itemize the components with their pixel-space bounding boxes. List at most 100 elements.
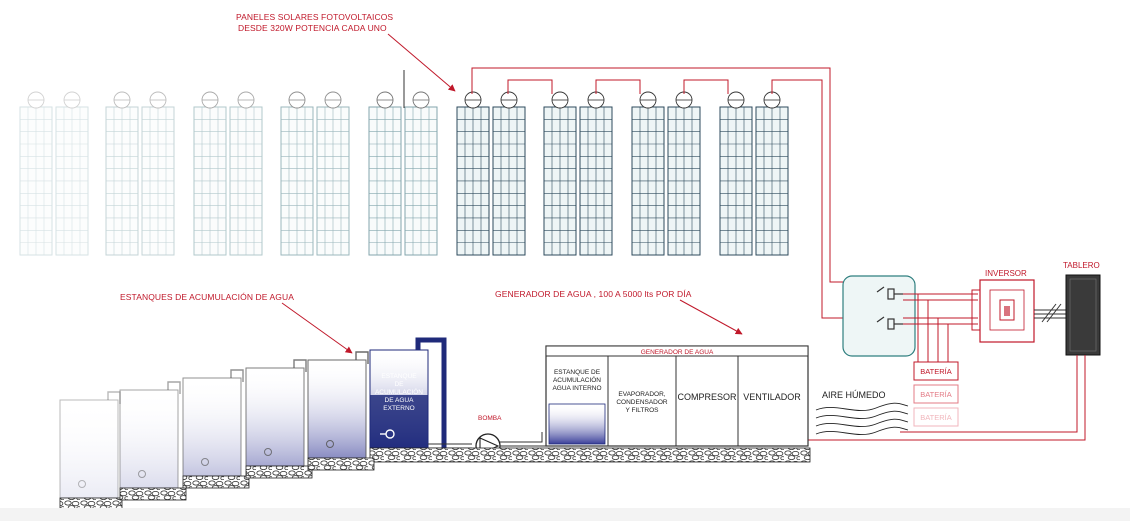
battery-3 [913,407,959,427]
tank-outlet-icon [264,448,272,456]
tanks-callout: ESTANQUES DE ACUMULACIÓN DE AGUA [120,292,294,302]
ext-tank-text-line: EXTERNO [383,405,414,412]
external-tank-water [370,395,428,448]
inverter-display-inner [1004,306,1010,316]
battery-2-label: BATERÍA [920,390,952,399]
battery-bank: BATERÍA BATERÍA BATERÍA [913,361,959,427]
water-generator-header [545,345,809,357]
tank-body [245,367,305,467]
panels-callout-line1: PANELES SOLARES FOTOVOLTAICOS [236,12,393,22]
internal-tank-water [548,403,606,445]
panels-callout-arrow [387,33,456,92]
solar-panel-group [19,91,89,256]
charge-controller-box [842,275,916,357]
gravel-step [307,457,375,471]
solar-panel-group [105,91,175,256]
gen-evap-line: EVAPORADOR, [618,391,665,398]
controller-switch-top [876,286,903,300]
page-footer-bar [0,508,1130,521]
ext-tank-text-line: DE AGUA [385,397,415,404]
solar-panel-group [368,91,438,256]
panel-connector-icon [63,91,81,109]
solar-panel-group [543,91,613,256]
tank-outlet-icon [138,470,146,478]
storage-tank [59,391,121,499]
water-generator-header-label: GENERADOR DE AGUA [641,349,714,356]
solar-panel-group [456,91,526,256]
pump-to-generator-pipe [500,432,547,447]
panel-connector-icon [201,91,219,109]
battery-2 [913,384,959,404]
inverter-label: INVERSOR [985,269,1027,278]
inverter-inner-frame [989,289,1025,331]
gen-internal-line: ESTANQUE DE [554,369,601,376]
solar-panel-group [280,91,350,256]
electrical-board-panel [1069,278,1097,352]
tank-body [182,377,242,477]
storage-tank [119,381,181,489]
tank-outlet-icon [201,458,209,466]
board-to-generator-cable [800,355,1086,441]
board-feed-cable [900,355,1078,433]
tank-body [119,389,179,489]
humid-air-label: AIRE HÚMEDO [822,390,886,400]
board-label: TABLERO [1063,261,1100,270]
storage-tank [307,351,369,459]
ext-tank-text-line: ACUMULACIÓN [375,387,423,396]
solar-panel-array [19,70,789,256]
gravel-base-generator [369,447,811,463]
gen-evap-line: Y FILTROS [626,407,660,414]
humid-air-flow-icon [815,402,909,436]
pump-to-generator-pipe-top [500,432,543,443]
tank-overflow-pipe [355,351,369,364]
battery-1 [913,361,959,381]
storage-tank [182,369,244,477]
tanks-callout-arrow [281,302,353,354]
gen-internal-line: AGUA INTERNO [552,385,601,392]
controller-to-inverter-wiring [903,293,978,362]
panel-connector-icon [237,91,255,109]
compressor-label: COMPRESOR [677,392,737,402]
ext-tank-text-line: DE [394,381,404,388]
solar-panel-group [631,91,701,256]
solar-panel [141,106,175,256]
external-tank-outlet [380,429,395,439]
tank-overflow-pipe [167,381,181,394]
gravel-step [245,465,313,479]
solar-panel-group [193,91,263,256]
gen-evap-line: CONDENSADOR [616,399,668,406]
panel-connector-icon [27,91,45,109]
electrical-board [1065,274,1101,356]
tank-overflow-pipe [230,369,244,382]
controller-switch-bottom [876,316,903,330]
storage-tank [245,359,307,467]
generator-callout-arrow [679,299,743,335]
storage-tanks [59,351,369,499]
battery-3-label: BATERÍA [920,413,952,422]
inverter-display [999,299,1015,321]
tank-body [59,399,119,499]
tank-outlet-icon [326,440,334,448]
solar-panel [229,106,263,256]
solar-panel [19,106,53,256]
pump-label: BOMBA [478,415,502,422]
solar-panel-group [719,91,789,256]
panels-callout-line2: DESDE 320W POTENCIA CADA UNO [238,23,387,33]
gen-internal-line: ACUMULACIÓN [553,375,601,384]
generator-callout: GENERADOR DE AGUA , 100 A 5000 lts POR D… [495,289,692,299]
gravel-step [182,475,250,489]
tank-body [307,359,367,459]
panel-string-wiring [471,67,845,319]
gravel-base-tanks [59,457,375,511]
inlet-pipe [415,337,447,448]
panel-connector-icon [113,91,131,109]
battery-1-label: BATERÍA [920,367,952,376]
panel-connector-icon [149,91,167,109]
ext-tank-text-line: ESTANQUE [381,373,417,380]
solar-panel [105,106,139,256]
gravel-step [119,487,187,501]
